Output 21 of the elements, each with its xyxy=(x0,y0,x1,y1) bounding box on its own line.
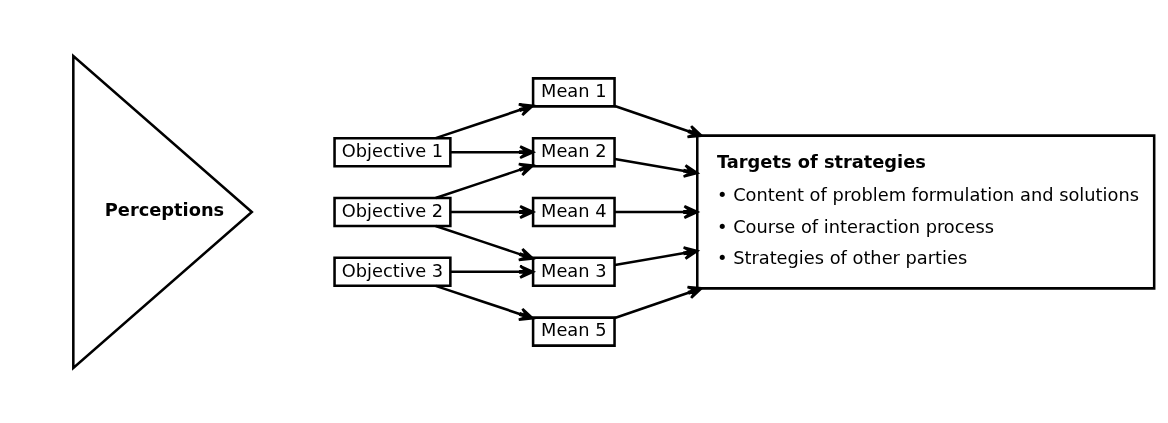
arrow xyxy=(450,264,535,279)
arrow xyxy=(614,245,699,266)
node-box: Mean 2 xyxy=(531,136,616,167)
arrow xyxy=(614,104,703,138)
arrow xyxy=(450,204,535,219)
node-box: Mean 4 xyxy=(531,196,616,227)
arrow xyxy=(450,144,535,159)
arrow xyxy=(435,102,534,139)
node-box: Objective 3 xyxy=(333,256,452,287)
node-box: Targets of strategies • Content of problem formulation and solutions • Course of interaction process • Strategies of other parties xyxy=(696,133,1156,290)
node-box: Objective 2 xyxy=(333,196,452,227)
node-box: Mean 3 xyxy=(531,256,616,287)
arrow xyxy=(614,157,699,178)
arrow xyxy=(435,224,534,261)
arrow xyxy=(614,204,699,219)
arrow xyxy=(435,162,534,199)
node-box: Mean 5 xyxy=(531,315,616,347)
arrow xyxy=(614,285,703,319)
node-box: Objective 1 xyxy=(333,136,452,167)
node-box: Mean 1 xyxy=(531,76,616,108)
arrow xyxy=(435,284,534,321)
